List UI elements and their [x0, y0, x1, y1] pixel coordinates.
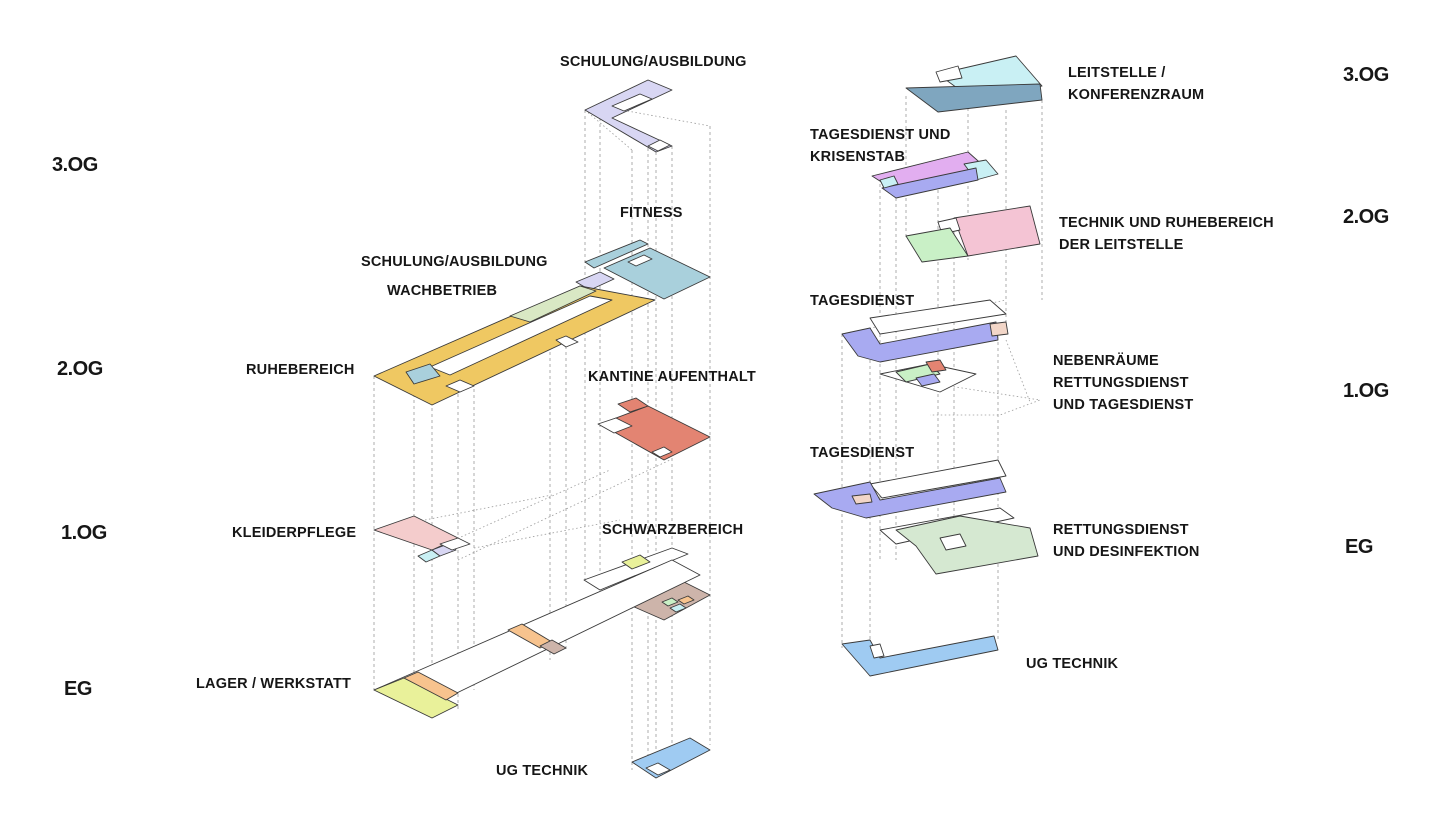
plate-krisenstab-2og: [871, 151, 999, 199]
label-ug-technik-left: UG TECHNIK: [496, 763, 589, 779]
plate-fitness-2og: [575, 239, 711, 300]
label-rettungsdienst: RETTUNGSDIENST UND DESINFEKTION: [1053, 522, 1200, 560]
plate-ug-technik-left: [631, 737, 711, 779]
label-leitstelle: LEITSTELLE / KONFERENZRAUM: [1068, 65, 1205, 103]
label-lager: LAGER / WERKSTATT: [196, 676, 352, 692]
label-tagesdienst-1og: TAGESDIENST: [810, 293, 915, 309]
plate-technik-ruhe-2og: [905, 205, 1041, 263]
plate-kantine-1og: [597, 397, 711, 461]
label-ug-technik-right: UG TECHNIK: [1026, 656, 1119, 672]
label-schwarzbereich: SCHWARZBEREICH: [602, 522, 744, 538]
floor-label-left-3og: 3.OG: [52, 154, 98, 176]
plate-ug-technik-right: [841, 635, 999, 677]
label-wachbetrieb: WACHBETRIEB: [387, 283, 498, 299]
label-tagesdienst-eg: TAGESDIENST: [810, 445, 915, 461]
label-tagesdienst-krisenstab: TAGESDIENST UND KRISENSTAB: [810, 127, 951, 165]
label-schulung-top: SCHULUNG/AUSBILDUNG: [560, 54, 747, 70]
label-kleiderpflege: KLEIDERPFLEGE: [232, 525, 357, 541]
plate-kleiderpflege-eg: [373, 515, 471, 563]
plate-schulung-3og: [584, 79, 673, 153]
label-technik-ruhe: TECHNIK UND RUHEBEREICH DER LEITSTELLE: [1059, 215, 1274, 253]
floor-label-right-eg: EG: [1345, 536, 1373, 558]
floor-label-right-2og: 2.OG: [1343, 206, 1389, 228]
plate-lager-eg: [373, 559, 701, 719]
label-nebenraeume: NEBENRÄUME RETTUNGSDIENST UND TAGESDIENS…: [1053, 353, 1194, 413]
floor-label-left-1og: 1.OG: [61, 522, 107, 544]
label-schulung-mid: SCHULUNG/AUSBILDUNG: [361, 254, 548, 270]
plate-tagesdienst-eg: [813, 459, 1007, 519]
floor-label-right-1og: 1.OG: [1343, 380, 1389, 402]
plate-ruhebereich-2og: [373, 285, 656, 406]
floor-label-left-eg: EG: [64, 678, 92, 700]
plate-leitstelle-3og: [905, 55, 1043, 113]
label-fitness: FITNESS: [620, 205, 683, 221]
floor-label-right-3og: 3.OG: [1343, 64, 1389, 86]
plate-rettungsdienst-eg: [879, 507, 1039, 575]
plate-tagesdienst-1og: [841, 299, 1009, 393]
floor-label-left-2og: 2.OG: [57, 358, 103, 380]
label-kantine: KANTINE AUFENTHALT: [588, 369, 756, 385]
label-ruhebereich: RUHEBEREICH: [246, 362, 355, 378]
